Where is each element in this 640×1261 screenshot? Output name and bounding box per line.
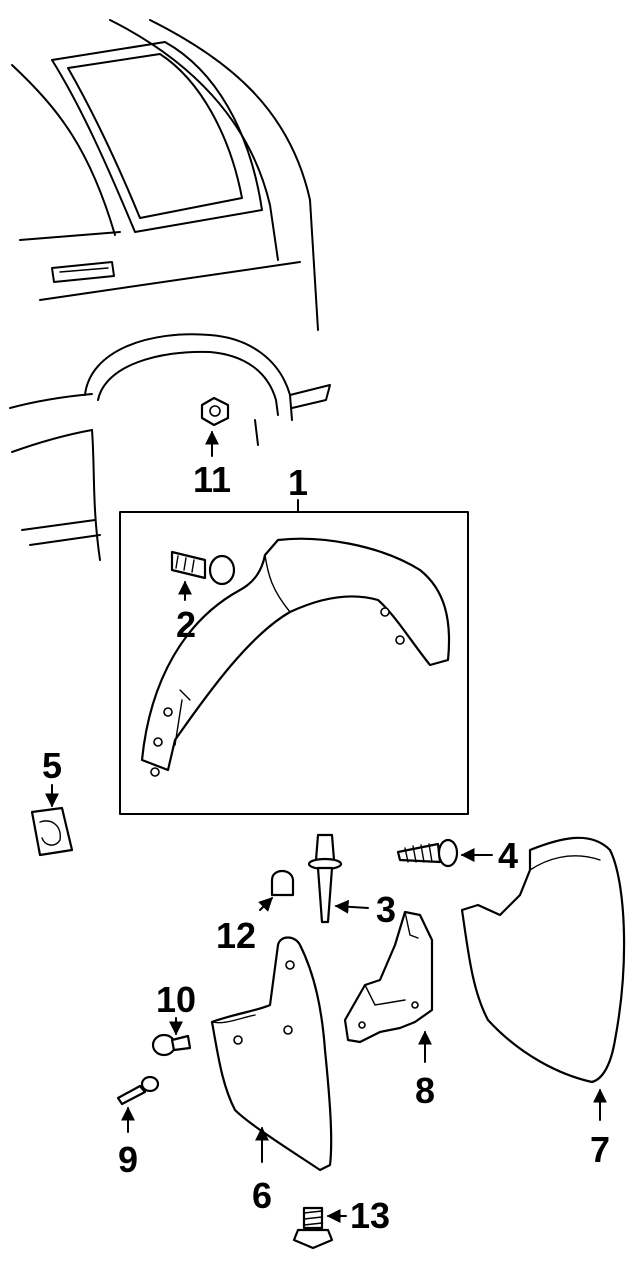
nut-part-11	[200, 396, 230, 457]
callout-11: 11	[193, 459, 231, 500]
callout-8: 8	[415, 1070, 435, 1111]
screw-part-4	[396, 838, 493, 868]
nut-part-12	[258, 869, 295, 912]
pin-part-9	[116, 1075, 160, 1133]
bracket-part-8	[343, 910, 434, 1063]
callout-5: 5	[42, 745, 62, 786]
clip-part-5	[30, 784, 74, 857]
callout-13: 13	[350, 1195, 390, 1236]
vehicle-body-outline	[9, 19, 331, 561]
callout-3: 3	[376, 889, 396, 930]
callout-1: 1	[288, 462, 308, 503]
flare-kit-box	[119, 499, 469, 815]
callout-2: 2	[176, 604, 196, 645]
callout-6: 6	[252, 1175, 272, 1216]
mud-flap-part-7	[460, 836, 626, 1121]
bolt-part-13	[292, 1206, 347, 1250]
push-pin-part-3	[307, 833, 369, 924]
screw-part-10	[151, 1017, 192, 1057]
callout-4: 4	[498, 835, 518, 876]
callout-7: 7	[590, 1129, 610, 1170]
callout-10: 10	[156, 979, 196, 1020]
bolt-part-2	[170, 550, 236, 601]
mud-guard-part-6	[210, 936, 333, 1172]
fender-flare-part-1	[140, 537, 451, 777]
callout-12: 12	[216, 915, 256, 956]
callout-9: 9	[118, 1139, 138, 1180]
